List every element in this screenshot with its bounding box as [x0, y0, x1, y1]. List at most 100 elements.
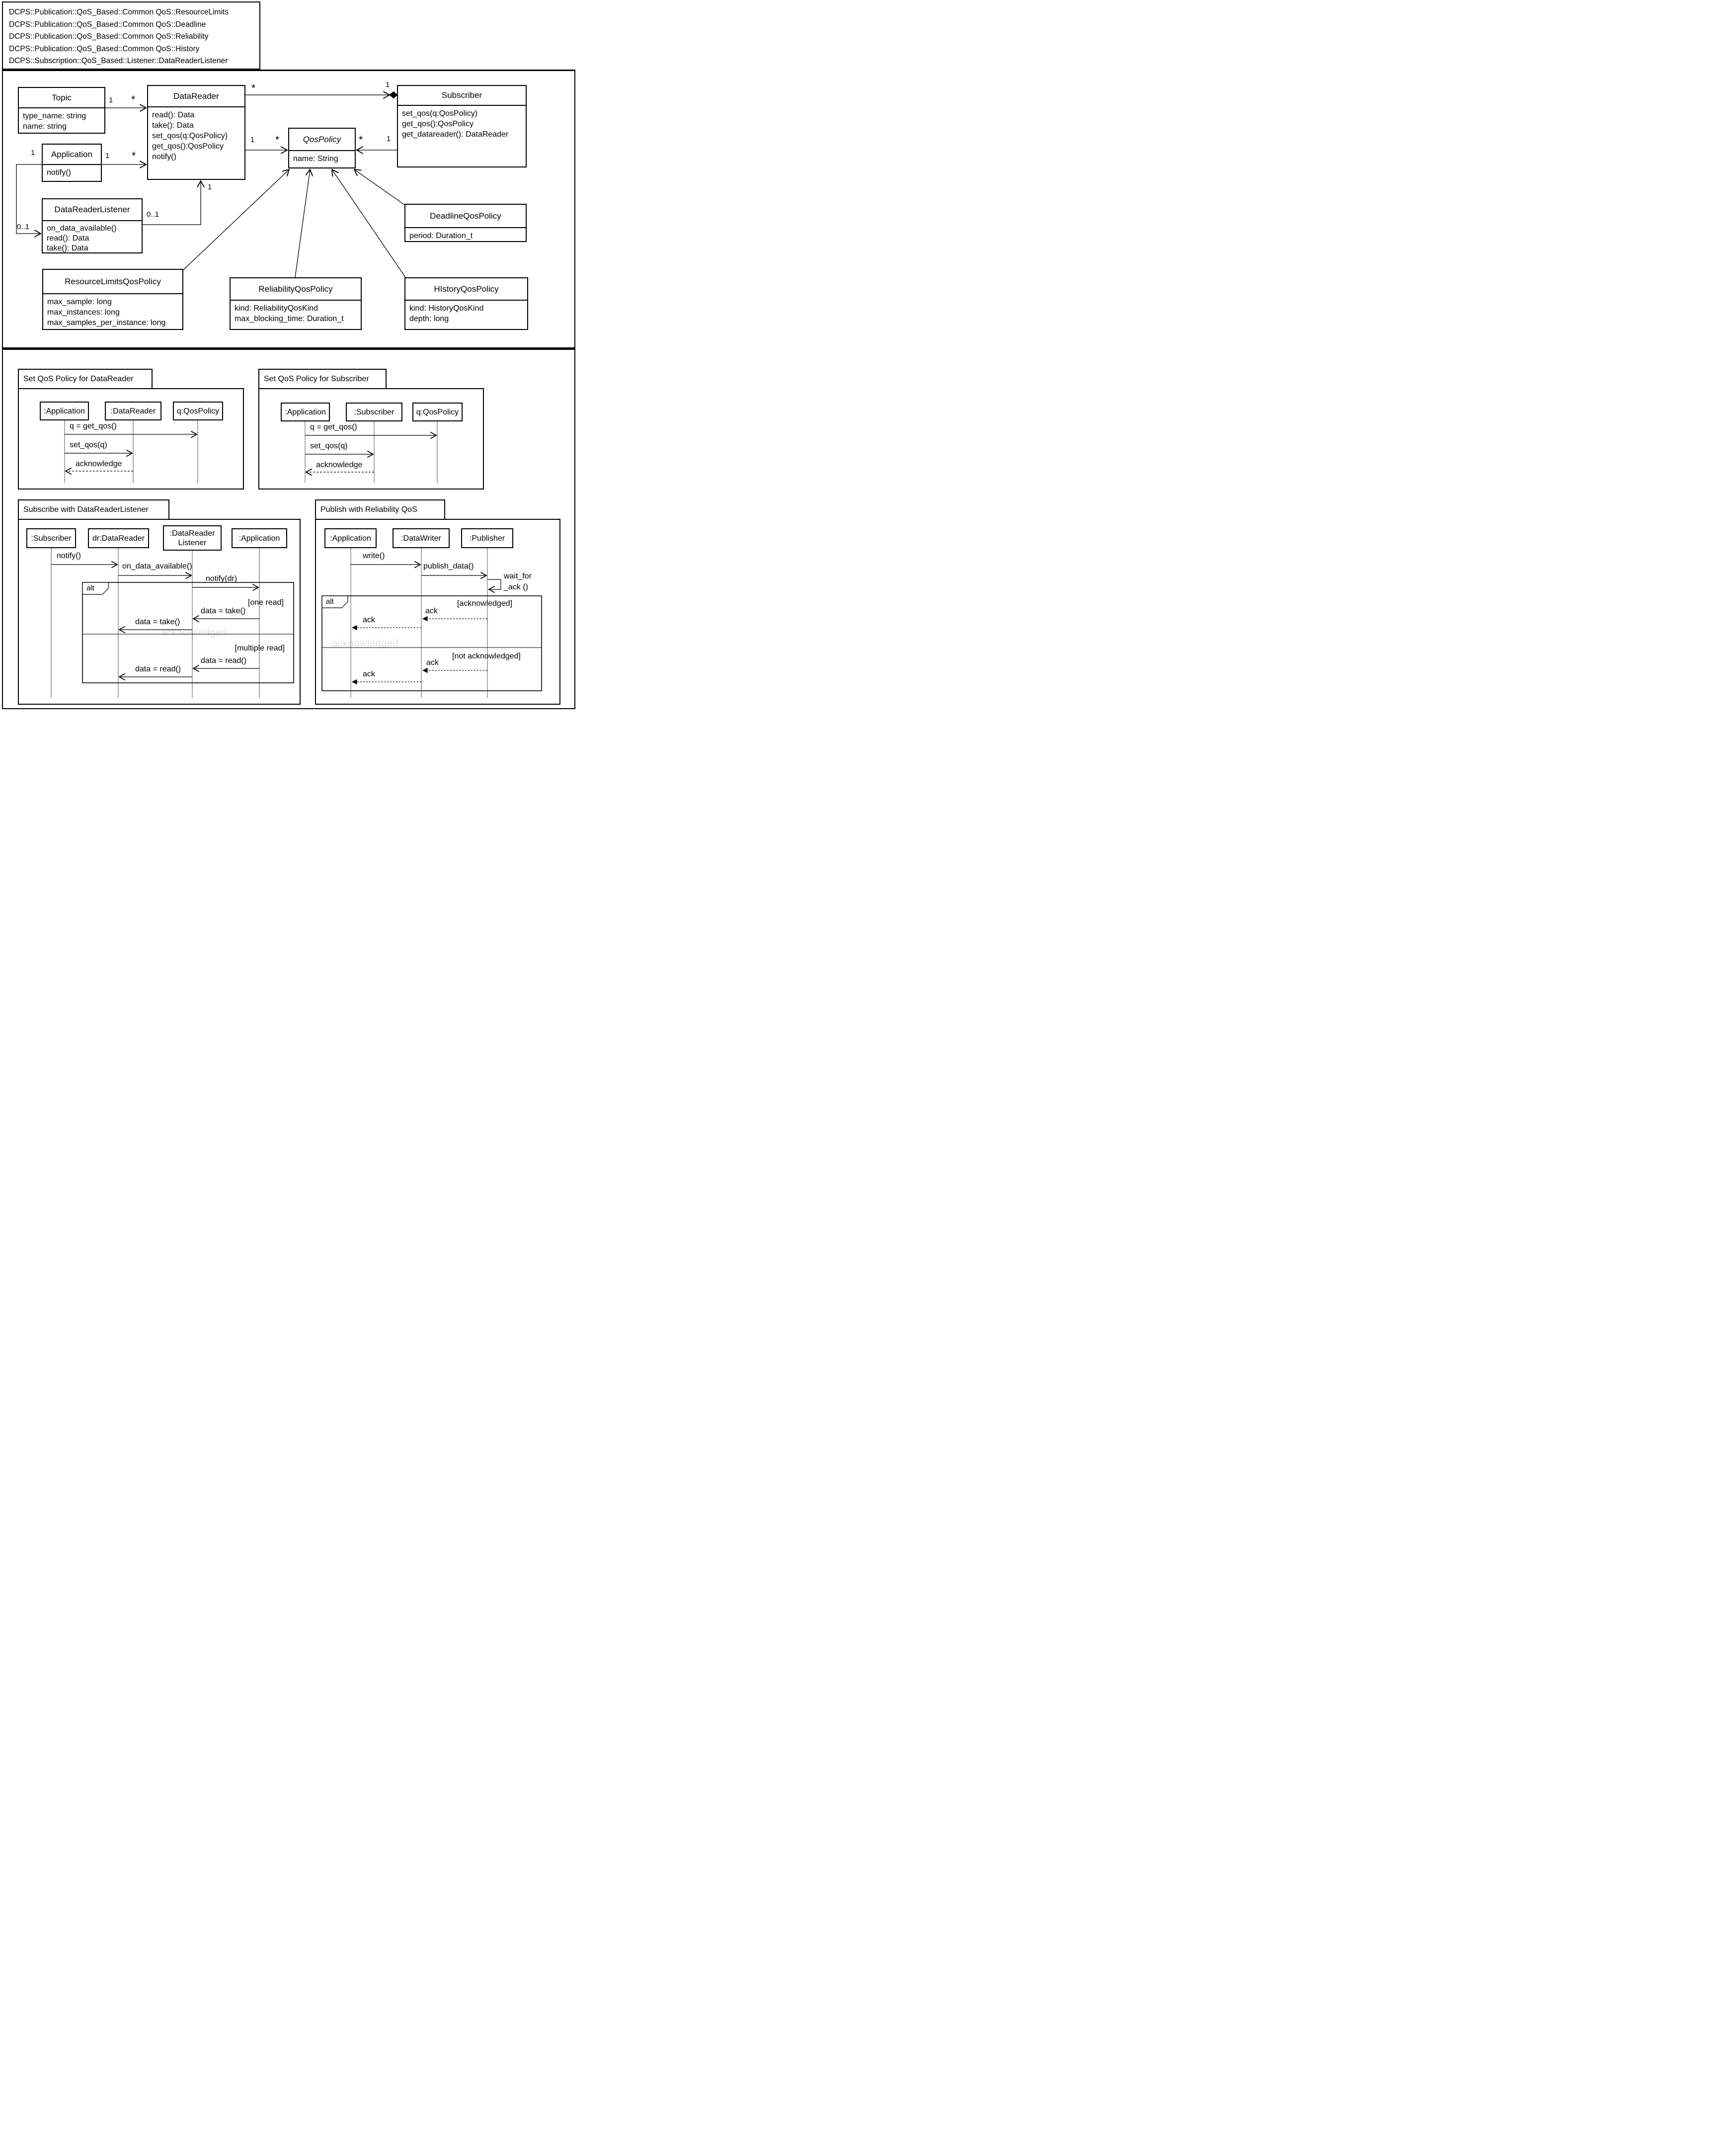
- multiplicity-label: *: [131, 94, 136, 105]
- multiplicity-label: 1: [386, 81, 390, 89]
- message-write: write(): [363, 552, 385, 560]
- lifeline-application: :Application: [232, 528, 287, 548]
- note-line: DCPS::Publication::QoS_Based::Common QoS…: [9, 8, 229, 16]
- message-wait-for-ack-line1: wait_for: [504, 572, 532, 580]
- multiplicity-label: 0..1: [147, 210, 159, 219]
- lifeline-publisher: :Publisher: [461, 528, 513, 548]
- seq-frame-dr-title: Set QoS Policy for DataReader: [18, 369, 153, 389]
- class-member: get_qos():QosPolicy: [152, 142, 224, 151]
- watermark-acknowledged: acknowledged: [332, 638, 398, 649]
- class-title: DataReaderListener: [43, 199, 142, 221]
- note-line: DCPS::Publication::QoS_Based::Common QoS…: [9, 32, 209, 41]
- multiplicity-label: 1: [250, 136, 255, 144]
- guard-not-acknowledged: [not acknowledged]: [452, 652, 521, 660]
- lifeline-subscriber: :Subscriber: [26, 528, 76, 548]
- multiplicity-label: *: [275, 134, 280, 146]
- class-member: on_data_available(): [47, 224, 117, 233]
- class-title: QosPolicy: [289, 129, 355, 151]
- class-datareaderlistener: DataReaderListener on_data_available() r…: [42, 198, 143, 253]
- class-member: period: Duration_t: [409, 232, 473, 240]
- class-member: max_sample: long: [47, 298, 112, 306]
- message-wait-for-ack-line2: _ack (): [504, 583, 528, 591]
- class-member: kind: ReliabilityQosKind: [235, 304, 318, 313]
- multiplicity-label: *: [359, 134, 363, 146]
- guard-multiple-read: [multiple read]: [235, 644, 285, 653]
- message-take-listener: data = take(): [135, 618, 180, 626]
- multiplicity-label: 1: [31, 149, 35, 157]
- multiplicity-label: 1: [105, 152, 110, 160]
- frame-title-text: Publish with Reliability QoS: [320, 505, 417, 514]
- message-set-qos: set_qos(q): [70, 441, 107, 449]
- class-title: DataReader: [148, 86, 244, 107]
- note-line: DCPS::Subscription::QoS_Based::Listener:…: [9, 57, 228, 65]
- uml-dcps-diagram: { "header": { "lines": [ "DCPS::Publicat…: [0, 0, 579, 710]
- class-member: name: string: [23, 122, 67, 131]
- note-line: DCPS::Publication::QoS_Based::Common QoS…: [9, 20, 206, 29]
- class-subscriber: Subscriber set_qos(q:QosPolicy) get_qos(…: [397, 85, 527, 167]
- lifeline-subscriber: :Subscriber: [346, 403, 402, 421]
- class-member: name: String: [293, 155, 338, 163]
- multiplicity-label: 0..1: [17, 223, 30, 231]
- class-member: kind: HistoryQosKind: [409, 304, 484, 313]
- class-title: Application: [43, 145, 101, 165]
- message-publish-data: publish_data(): [423, 562, 474, 571]
- message-ack: ack: [363, 670, 375, 678]
- alt-operator: alt: [326, 597, 334, 606]
- frame-title-text: Set QoS Policy for Subscriber: [264, 374, 369, 383]
- message-acknowledge: acknowledge: [316, 461, 363, 469]
- lifeline-datareader: :DataReader: [105, 402, 161, 420]
- frame-title-text: Subscribe with DataReaderListener: [23, 505, 149, 514]
- qos-path-note: DCPS::Publication::QoS_Based::Common QoS…: [2, 1, 260, 70]
- message-notify: notify(): [57, 552, 81, 560]
- class-member: max_instances: long: [47, 308, 120, 317]
- class-member: type_name: string: [23, 112, 86, 120]
- class-reliabilityqospolicy: ReliabilityQosPolicy kind: ReliabilityQo…: [230, 277, 362, 330]
- class-member: max_blocking_time: Duration_t: [235, 315, 344, 323]
- class-datareader: DataReader read(): Data take(): Data set…: [147, 85, 245, 180]
- alt-operator: alt: [86, 584, 94, 592]
- class-member: get_datareader(): DataReader: [402, 130, 509, 139]
- multiplicity-label: *: [251, 82, 256, 94]
- class-title: HIstoryQosPolicy: [405, 278, 527, 301]
- class-member: max_samples_per_instance: long: [47, 319, 166, 327]
- message-set-qos: set_qos(q): [310, 442, 348, 450]
- lifeline-qospolicy: q:QosPolicy: [412, 403, 463, 421]
- message-read-listener: data = read(): [135, 665, 181, 673]
- class-deadlineqospolicy: DeadlineQosPolicy period: Duration_t: [404, 204, 527, 242]
- class-title: Subscriber: [398, 86, 526, 106]
- multiplicity-label: *: [132, 150, 136, 162]
- class-member: take(): Data: [152, 121, 194, 130]
- note-line: DCPS::Publication::QoS_Based::Common QoS…: [9, 44, 200, 53]
- message-ack: ack: [363, 616, 375, 624]
- class-member: notify(): [152, 153, 176, 161]
- lifeline-qospolicy: q:QosPolicy: [173, 402, 223, 420]
- class-qospolicy: QosPolicy name: String: [288, 128, 356, 168]
- seq-frame-listener-title: Subscribe with DataReaderListener: [18, 499, 169, 520]
- message-get-qos: q = get_qos(): [70, 422, 117, 430]
- message-read-app: data = read(): [201, 656, 247, 665]
- class-member: read(): Data: [152, 111, 195, 119]
- message-acknowledge: acknowledge: [76, 460, 122, 468]
- class-member: get_qos():QosPolicy: [402, 120, 474, 128]
- class-historyqospolicy: HIstoryQosPolicy kind: HistoryQosKind de…: [404, 277, 528, 330]
- message-get-qos: q = get_qos(): [310, 423, 357, 431]
- message-notify-dr: notify(dr): [206, 574, 237, 583]
- lifeline-application: :Application: [40, 402, 89, 420]
- class-title: ReliabilityQosPolicy: [231, 278, 361, 301]
- message-on-data-available: on_data_available(): [122, 562, 192, 571]
- seq-frame-sub-title: Set QoS Policy for Subscriber: [258, 369, 387, 389]
- class-title: DeadlineQosPolicy: [405, 205, 526, 228]
- multiplicity-label: 1: [387, 135, 391, 143]
- message-take-app: data = take(): [201, 607, 246, 615]
- class-title: ResourceLimitsQosPolicy: [43, 270, 182, 294]
- lifeline-datareaderlistener: :DataReader Listener: [163, 525, 222, 551]
- watermark-acknowledged: acknowledged: [160, 627, 227, 638]
- frame-title-text: Set QoS Policy for DataReader: [23, 374, 134, 383]
- class-title: Topic: [19, 88, 104, 108]
- lifeline-application: :Application: [281, 403, 330, 421]
- multiplicity-label: 1: [109, 96, 113, 104]
- class-topic: Topic type_name: string name: string: [18, 87, 105, 134]
- class-member: notify(): [47, 168, 71, 177]
- lifeline-datareader: dr:DataReader: [88, 528, 149, 548]
- guard-acknowledged: [acknowledged]: [457, 599, 513, 608]
